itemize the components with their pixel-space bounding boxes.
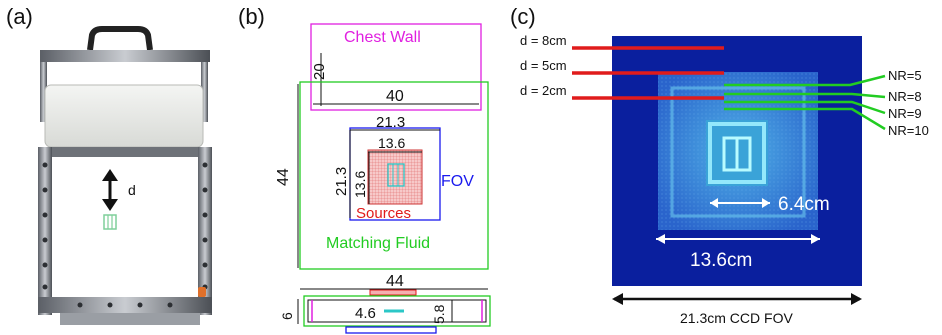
nr-label-5: NR=5 [888, 68, 922, 83]
dim-21-3-top: 21.3 [376, 114, 405, 131]
dim-5-8: 5.8 [431, 304, 447, 324]
matching-fluid-label: Matching Fluid [326, 235, 430, 252]
nr-line-9 [724, 100, 886, 115]
dim-44-bottom: 44 [386, 273, 404, 290]
panel-a-label: (a) [6, 4, 33, 29]
inner-sources [708, 122, 766, 184]
sources-label: Sources [356, 205, 411, 222]
nr-label-8: NR=8 [888, 89, 922, 104]
mid-width-label: 13.6cm [690, 250, 752, 271]
top-bar [40, 50, 210, 62]
panel-b-label: (b) [238, 4, 265, 29]
dim-13-6-top: 13.6 [378, 135, 405, 151]
side-sources-bar [369, 289, 417, 296]
dim-4-6: 4.6 [355, 305, 376, 322]
dim-20: 20 [311, 63, 328, 80]
panel-a-photo: d [38, 26, 212, 325]
side-view-outline [303, 295, 491, 327]
sources-icon [387, 163, 405, 187]
depth-label-5: d = 5cm [520, 58, 567, 73]
ccd-fov-label: 21.3cm CCD FOV [680, 310, 793, 326]
dim-21-3-left: 21.3 [333, 167, 350, 196]
frame-right [198, 147, 212, 315]
nr-line-5 [724, 74, 886, 87]
panel-b-schematic: Chest Wall 20 40 44 FOV 21.3 21.3 13.6 1… [276, 23, 491, 334]
distance-label: d [128, 182, 136, 198]
chest-wall-block [44, 84, 204, 148]
handle-icon [87, 26, 153, 51]
dim-44-vertical: 44 [276, 168, 292, 186]
nr-line-8 [724, 92, 886, 99]
nr-label-9: NR=9 [888, 106, 922, 121]
sources-icon [103, 214, 117, 230]
chest-wall-outline [310, 23, 482, 111]
frame-bottom [38, 297, 212, 313]
nr-line-10 [724, 107, 886, 131]
panel-c-image: d = 8cm d = 5cm d = 2cm NR=5 NR=8 NR=9 N… [520, 33, 929, 326]
dim-13-6-left: 13.6 [352, 171, 368, 198]
frame-left [38, 147, 52, 315]
valve-icon [198, 287, 206, 297]
matching-fluid-outline [299, 81, 489, 270]
nr-label-10: NR=10 [888, 123, 929, 138]
inner-width-label: 6.4cm [778, 194, 830, 215]
chest-wall-label: Chest Wall [344, 29, 421, 46]
panel-c-label: (c) [510, 4, 536, 29]
dim-6: 6 [279, 312, 295, 320]
dim-40: 40 [386, 88, 404, 105]
sources-grid [367, 149, 423, 205]
depth-label-2: d = 2cm [520, 83, 567, 98]
depth-label-8: d = 8cm [520, 33, 567, 48]
fov-label: FOV [441, 173, 474, 190]
